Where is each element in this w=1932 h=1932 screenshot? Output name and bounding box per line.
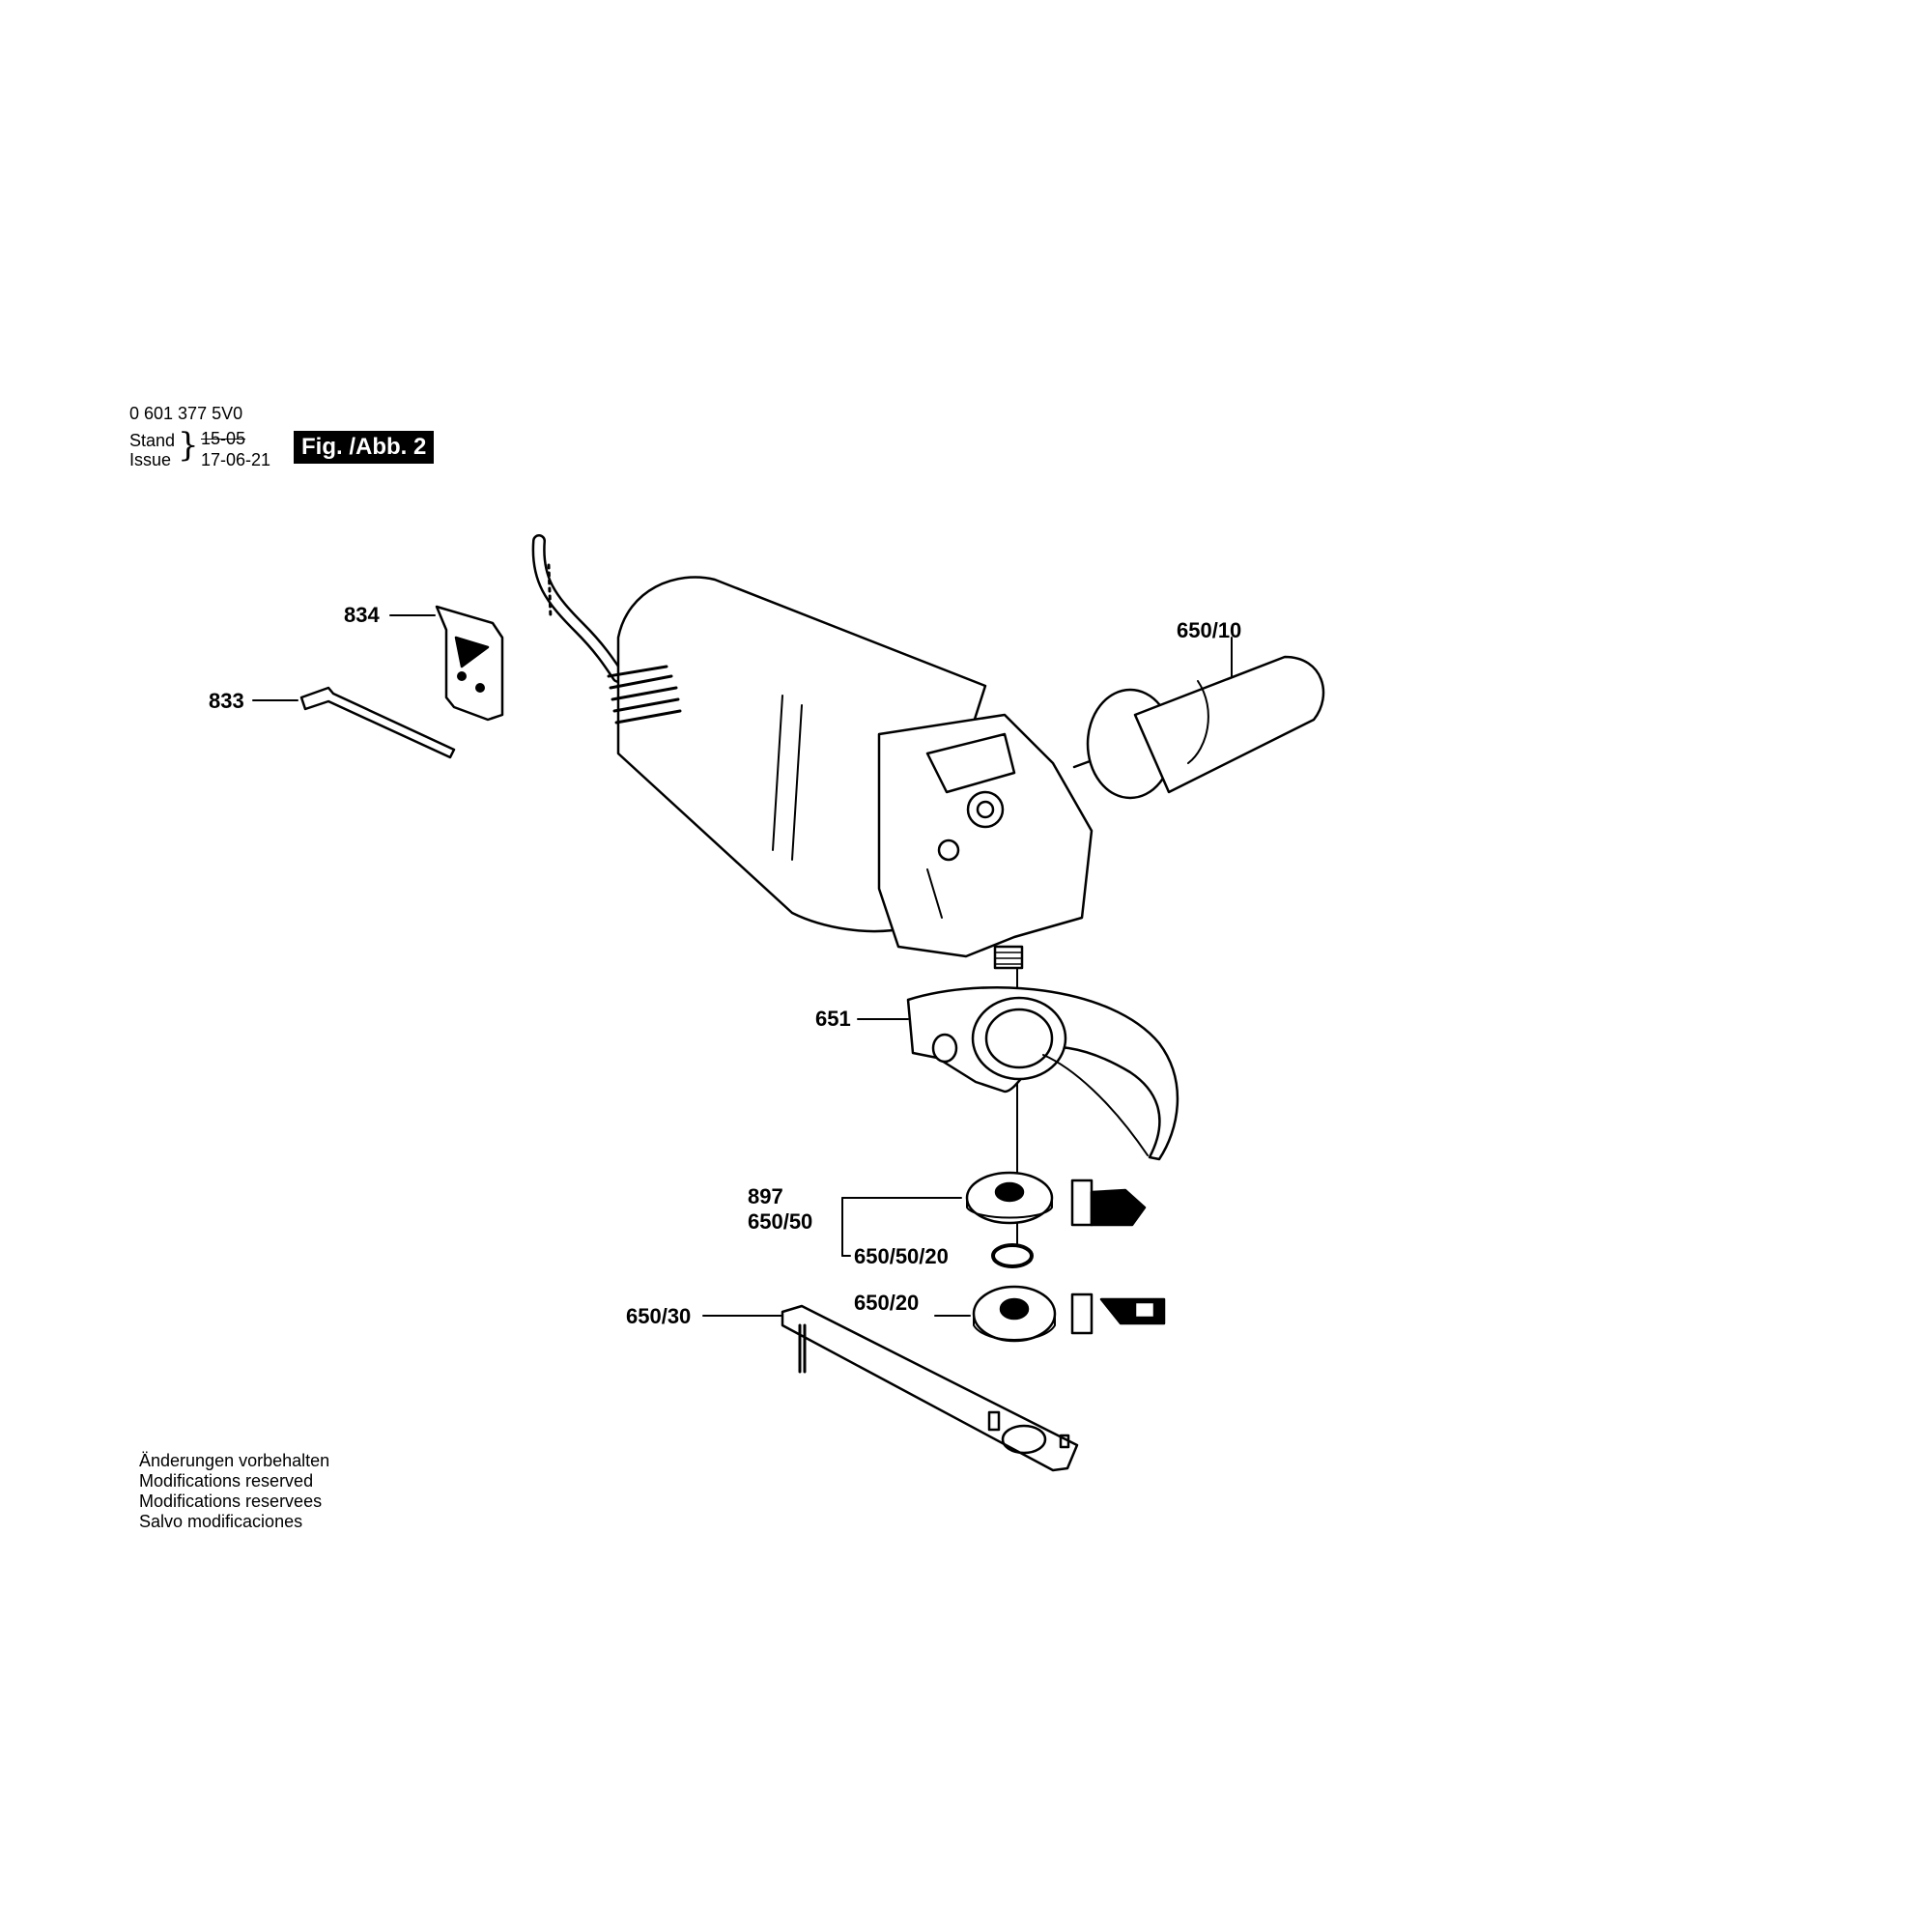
issue-date: 17-06-21: [201, 450, 271, 469]
notice-line-fr: Modifications reservees: [139, 1492, 323, 1511]
part-650-50-20-o-ring: [991, 1243, 1034, 1268]
power-cable: [531, 534, 625, 683]
part-651-wheel-guard: [906, 985, 1179, 1161]
angle-grinder-body: [607, 576, 1094, 970]
part-833-hex-key: [299, 686, 456, 759]
label-650-50: 650/50: [748, 1209, 813, 1234]
part-number: 0 601 377 5V0: [129, 404, 243, 423]
modifications-notice: Änderungen vorbehalten Modifications res…: [139, 1451, 329, 1532]
label-651: 651: [815, 1007, 851, 1031]
label-650-20: 650/20: [854, 1291, 920, 1315]
label-833: 833: [209, 689, 244, 713]
part-650-20-clamping-nut: [972, 1285, 1057, 1343]
label-650-30: 650/30: [626, 1304, 692, 1328]
label-650-50-20: 650/50/20: [854, 1244, 949, 1268]
stand-label: Stand: [129, 431, 176, 450]
part-650-30-spanner: [781, 1304, 1079, 1472]
part-834-plate: [435, 605, 504, 722]
leader-lines: [252, 614, 1233, 1317]
nut-usage-icon: [1070, 1293, 1166, 1335]
flange-usage-icon-top: [1070, 1179, 1147, 1227]
label-897: 897: [748, 1184, 783, 1208]
part-650-10-side-handle: [1072, 655, 1325, 800]
stand-date: 15-05: [201, 429, 246, 448]
label-834: 834: [344, 603, 380, 627]
notice-line-en: Modifications reserved: [139, 1471, 314, 1491]
issue-label: Issue: [129, 450, 172, 469]
figure-label: Fig. /Abb. 2: [294, 431, 435, 464]
date-brace: }: [178, 426, 199, 465]
notice-line-es: Salvo modificaciones: [139, 1512, 303, 1531]
part-897-clamping-flange: [965, 1171, 1054, 1225]
notice-line-de: Änderungen vorbehalten: [139, 1451, 330, 1470]
label-650-10: 650/10: [1177, 618, 1242, 642]
